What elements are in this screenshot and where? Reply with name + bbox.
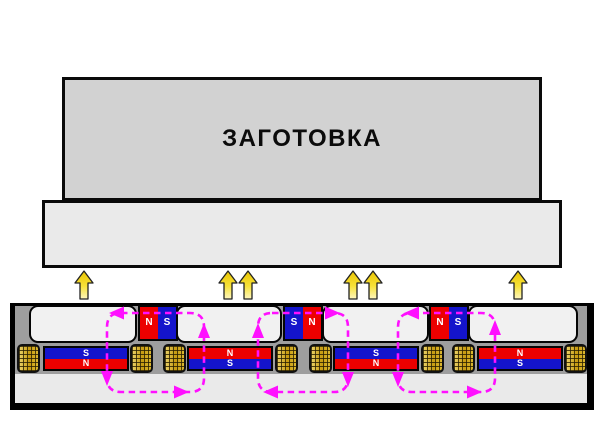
pole-label: N (82, 358, 90, 369)
vertical-magnet-1: N S (138, 305, 178, 341)
spacer-block-3 (163, 344, 186, 373)
pole-label: N (145, 317, 153, 328)
magnet-pole-n: N (189, 348, 271, 359)
pole-label: N (516, 347, 524, 358)
spacer-block-4 (275, 344, 298, 373)
magnet-pole-s: S (479, 358, 561, 369)
pole-label: N (436, 317, 444, 328)
horizontal-magnet-2: N S (187, 346, 273, 371)
spacer-block-6 (421, 344, 444, 373)
horizontal-magnet-4: N S (477, 346, 563, 371)
up-force-arrow-3 (238, 270, 258, 300)
spacer-block-8 (564, 344, 587, 373)
magnet-pole-s: S (449, 307, 467, 339)
magnet-pole-n: N (303, 307, 321, 339)
adapter-plate (42, 200, 562, 268)
pole-piece-2 (176, 305, 282, 343)
up-force-arrow-2 (218, 270, 238, 300)
pole-piece-4 (468, 305, 578, 343)
pole-label: S (226, 358, 233, 369)
magnet-pole-s: S (189, 358, 271, 369)
up-force-arrow-1 (74, 270, 94, 300)
magnet-pole-s: S (45, 348, 127, 359)
spacer-block-5 (309, 344, 332, 373)
magnet-pole-s: S (285, 307, 303, 339)
workpiece-block: ЗАГОТОВКА (62, 77, 542, 201)
spacer-block-1 (17, 344, 40, 373)
vertical-magnet-2: S N (283, 305, 323, 341)
spacer-block-2 (130, 344, 153, 373)
pole-label: S (516, 358, 523, 369)
pole-label: S (163, 317, 171, 328)
up-force-arrow-6 (508, 270, 528, 300)
pole-label: S (290, 317, 298, 328)
magnet-pole-n: N (431, 307, 449, 339)
spacer-block-7 (452, 344, 475, 373)
pole-piece-3 (322, 305, 429, 343)
magnet-pole-s: S (335, 348, 417, 359)
horizontal-magnet-3: S N (333, 346, 419, 371)
workpiece-label: ЗАГОТОВКА (222, 125, 382, 152)
pole-label: S (82, 347, 89, 358)
magnet-pole-n: N (140, 307, 158, 339)
pole-label: N (372, 358, 380, 369)
magnet-pole-n: N (45, 358, 127, 369)
pole-label: N (308, 317, 316, 328)
horizontal-magnet-1: S N (43, 346, 129, 371)
pole-label: S (372, 347, 379, 358)
pole-piece-1 (29, 305, 137, 343)
up-force-arrow-5 (363, 270, 383, 300)
pole-label: N (226, 347, 234, 358)
magnet-pole-n: N (335, 358, 417, 369)
magnet-pole-n: N (479, 348, 561, 359)
magnet-pole-s: S (158, 307, 176, 339)
pole-label: S (454, 317, 462, 328)
vertical-magnet-3: N S (429, 305, 469, 341)
up-force-arrow-4 (343, 270, 363, 300)
